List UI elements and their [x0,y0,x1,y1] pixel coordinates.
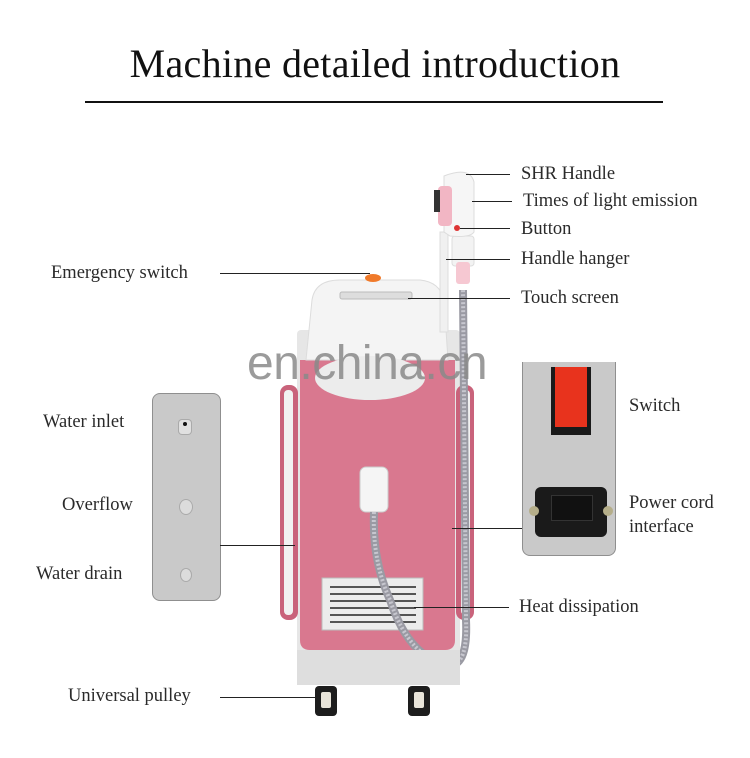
label-handle-hanger: Handle hanger [521,249,630,269]
leader-line [408,298,510,300]
leader-line [452,528,522,530]
wheel-left [315,686,337,716]
label-water-drain: Water drain [36,564,123,584]
label-touch-screen: Touch screen [521,288,619,308]
leader-line [460,228,510,230]
label-water-inlet: Water inlet [43,412,125,432]
label-power-cord-1: Power cord [629,493,714,513]
leader-line [220,697,315,699]
page-title: Machine detailed introduction [129,41,621,86]
water-inlet-connector [179,420,191,434]
water-drain-connector [181,569,191,581]
leader-line [414,607,509,609]
power-panel [522,362,616,556]
leader-line [446,259,510,261]
water-panel [152,393,221,601]
label-times-light-emission: Times of light emission [523,191,698,211]
leader-line [466,174,510,176]
label-shr-handle: SHR Handle [521,164,616,184]
power-socket [529,487,613,537]
label-emergency-switch: Emergency switch [51,263,188,283]
title-divider [85,101,663,103]
rocker-switch [551,367,591,435]
leader-line [220,273,370,275]
watermark: en.china.cn [247,337,488,390]
leader-line [472,201,512,203]
leader-line [220,545,295,547]
label-switch: Switch [629,396,681,416]
label-power-cord-2: interface [629,517,694,537]
label-heat-dissipation: Heat dissipation [519,597,639,617]
wheel-right [408,686,430,716]
label-overflow: Overflow [62,495,133,515]
label-button: Button [521,219,572,239]
label-universal-pulley: Universal pulley [68,686,191,706]
overflow-connector [180,500,192,514]
